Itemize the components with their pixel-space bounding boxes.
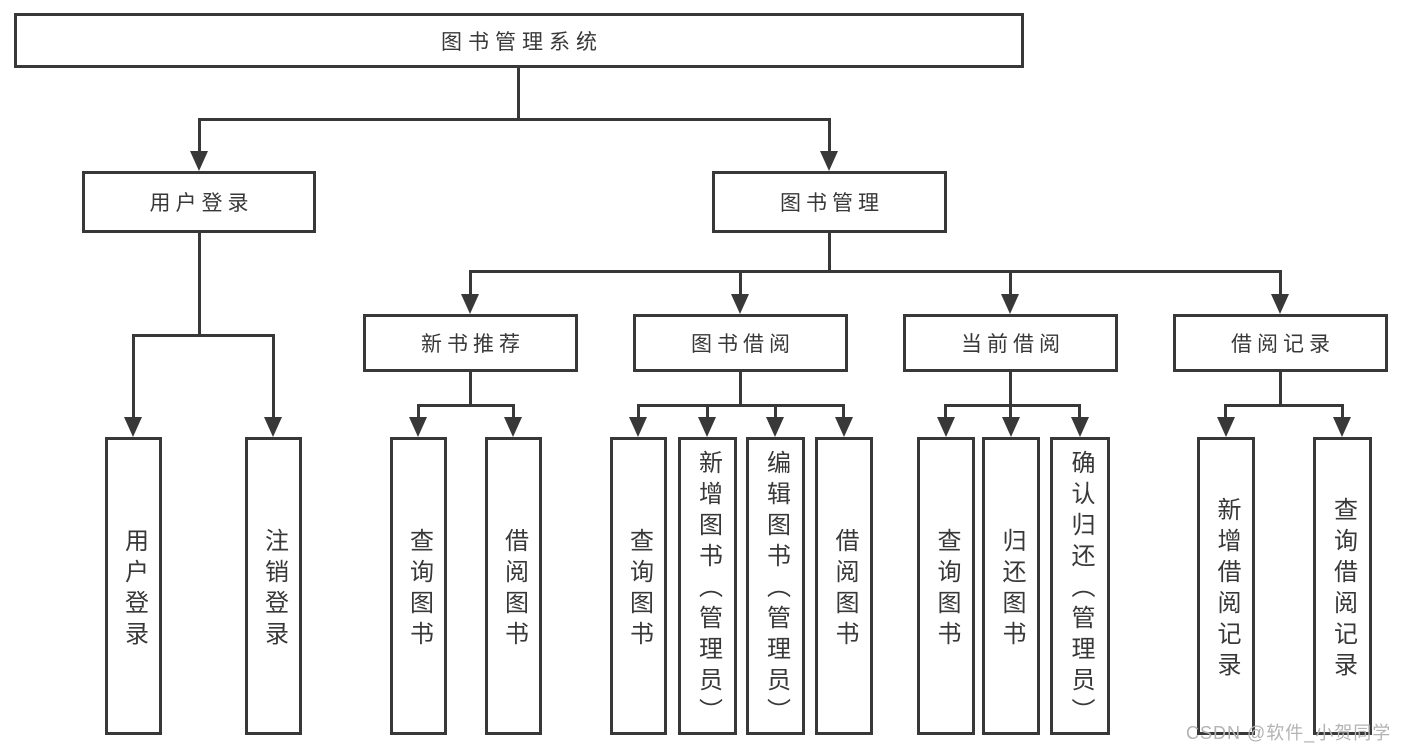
watermark: CSDN @软件_小贺同学 bbox=[1186, 723, 1392, 743]
connector-branch-line bbox=[132, 334, 275, 337]
connector-drop-line bbox=[637, 404, 640, 419]
node-label: 借阅记录 bbox=[1231, 333, 1335, 356]
connector-branch-line bbox=[1224, 404, 1344, 407]
leaf-borrow-books-1: 借阅图书 bbox=[485, 437, 542, 735]
leaf-label: 查询图书 bbox=[933, 527, 960, 652]
leaf-label: 编辑图书（管理员） bbox=[762, 450, 790, 729]
arrow-down-icon bbox=[1071, 417, 1089, 437]
connector-drop-line bbox=[828, 118, 831, 153]
connector-stem bbox=[517, 68, 520, 121]
leaf-confirm-return-admin: 确认归还（管理员） bbox=[1050, 437, 1110, 735]
connector-drop-line bbox=[739, 270, 742, 297]
node-new-book-recommend: 新书推荐 bbox=[363, 314, 578, 372]
arrow-down-icon bbox=[124, 417, 142, 437]
leaf-return-books: 归还图书 bbox=[982, 437, 1040, 735]
arrow-down-icon bbox=[1001, 294, 1019, 314]
connector-stem bbox=[1279, 372, 1282, 407]
leaf-label: 借阅图书 bbox=[831, 527, 858, 652]
arrow-down-icon bbox=[629, 417, 647, 437]
arrow-down-icon bbox=[504, 417, 522, 437]
connector-drop-line bbox=[469, 270, 472, 297]
connector-branch-line bbox=[469, 270, 1282, 273]
leaf-borrow-books-2: 借阅图书 bbox=[815, 437, 873, 735]
leaf-query-books-2: 查询图书 bbox=[610, 437, 667, 735]
connector-drop-line bbox=[417, 404, 420, 419]
leaf-label: 归还图书 bbox=[998, 527, 1025, 652]
arrow-down-icon bbox=[766, 417, 784, 437]
node-book-management: 图书管理 bbox=[712, 171, 947, 233]
leaf-label: 新增图书（管理员） bbox=[694, 450, 722, 729]
arrow-down-icon bbox=[835, 417, 853, 437]
arrow-down-icon bbox=[1271, 294, 1289, 314]
arrow-down-icon bbox=[937, 417, 955, 437]
leaf-label: 确认归还（管理员） bbox=[1067, 450, 1094, 729]
node-label: 图书管理 bbox=[780, 192, 884, 215]
node-current-borrow: 当前借阅 bbox=[903, 314, 1118, 372]
node-borrow-records: 借阅记录 bbox=[1173, 314, 1388, 372]
leaf-query-books-1: 查询图书 bbox=[390, 437, 447, 735]
leaf-label: 查询图书 bbox=[625, 527, 653, 652]
connector-drop-line bbox=[706, 404, 709, 419]
connector-drop-line bbox=[842, 404, 845, 419]
leaf-edit-books-admin: 编辑图书（管理员） bbox=[746, 437, 805, 735]
connector-branch-line bbox=[944, 404, 1081, 407]
leaf-query-borrow-record: 查询借阅记录 bbox=[1313, 437, 1372, 735]
arrow-down-icon bbox=[461, 294, 479, 314]
leaf-add-borrow-record: 新增借阅记录 bbox=[1197, 437, 1255, 735]
arrow-down-icon bbox=[190, 151, 208, 171]
connector-stem bbox=[739, 372, 742, 407]
arrow-down-icon bbox=[820, 151, 838, 171]
connector-drop-line bbox=[132, 334, 135, 419]
connector-drop-line bbox=[1009, 270, 1012, 297]
connector-branch-line bbox=[417, 404, 515, 407]
leaf-user-login: 用户登录 bbox=[105, 437, 162, 735]
leaf-label: 注销登录 bbox=[260, 527, 288, 652]
connector-drop-line bbox=[272, 334, 275, 419]
connector-stem bbox=[198, 233, 201, 337]
arrow-down-icon bbox=[731, 294, 749, 314]
leaf-label: 查询图书 bbox=[405, 527, 433, 652]
node-book-borrow: 图书借阅 bbox=[633, 314, 848, 372]
connector-stem bbox=[1009, 372, 1012, 407]
leaf-label: 用户登录 bbox=[120, 527, 148, 652]
connector-branch-line bbox=[198, 118, 831, 121]
connector-drop-line bbox=[1341, 404, 1344, 419]
connector-drop-line bbox=[944, 404, 947, 419]
connector-stem bbox=[828, 233, 831, 273]
leaf-logout: 注销登录 bbox=[245, 437, 302, 735]
node-label: 用户登录 bbox=[149, 192, 254, 215]
node-label: 图书借阅 bbox=[691, 333, 795, 356]
arrow-down-icon bbox=[264, 417, 282, 437]
node-label: 当前借阅 bbox=[961, 333, 1065, 356]
arrow-down-icon bbox=[698, 417, 716, 437]
leaf-label: 查询借阅记录 bbox=[1329, 496, 1357, 683]
leaf-label: 借阅图书 bbox=[500, 527, 528, 652]
connector-branch-line bbox=[637, 404, 845, 407]
arrow-down-icon bbox=[409, 417, 427, 437]
connector-drop-line bbox=[198, 118, 201, 153]
leaf-query-books-3: 查询图书 bbox=[917, 437, 975, 735]
connector-drop-line bbox=[512, 404, 515, 419]
connector-drop-line bbox=[1279, 270, 1282, 297]
connector-drop-line bbox=[774, 404, 777, 419]
connector-drop-line bbox=[1224, 404, 1227, 419]
connector-stem bbox=[469, 372, 472, 407]
leaf-label: 新增借阅记录 bbox=[1213, 496, 1240, 683]
leaf-add-books-admin: 新增图书（管理员） bbox=[678, 437, 737, 735]
node-label: 图书管理系统 bbox=[441, 30, 603, 54]
connector-drop-line bbox=[1078, 404, 1081, 419]
arrow-down-icon bbox=[1333, 417, 1351, 437]
arrow-down-icon bbox=[1217, 417, 1235, 437]
arrow-down-icon bbox=[1002, 417, 1020, 437]
node-user-login: 用户登录 bbox=[82, 171, 316, 233]
node-label: 新书推荐 bbox=[421, 333, 525, 356]
connector-drop-line bbox=[1009, 404, 1012, 419]
node-library-system: 图书管理系统 bbox=[14, 13, 1024, 68]
